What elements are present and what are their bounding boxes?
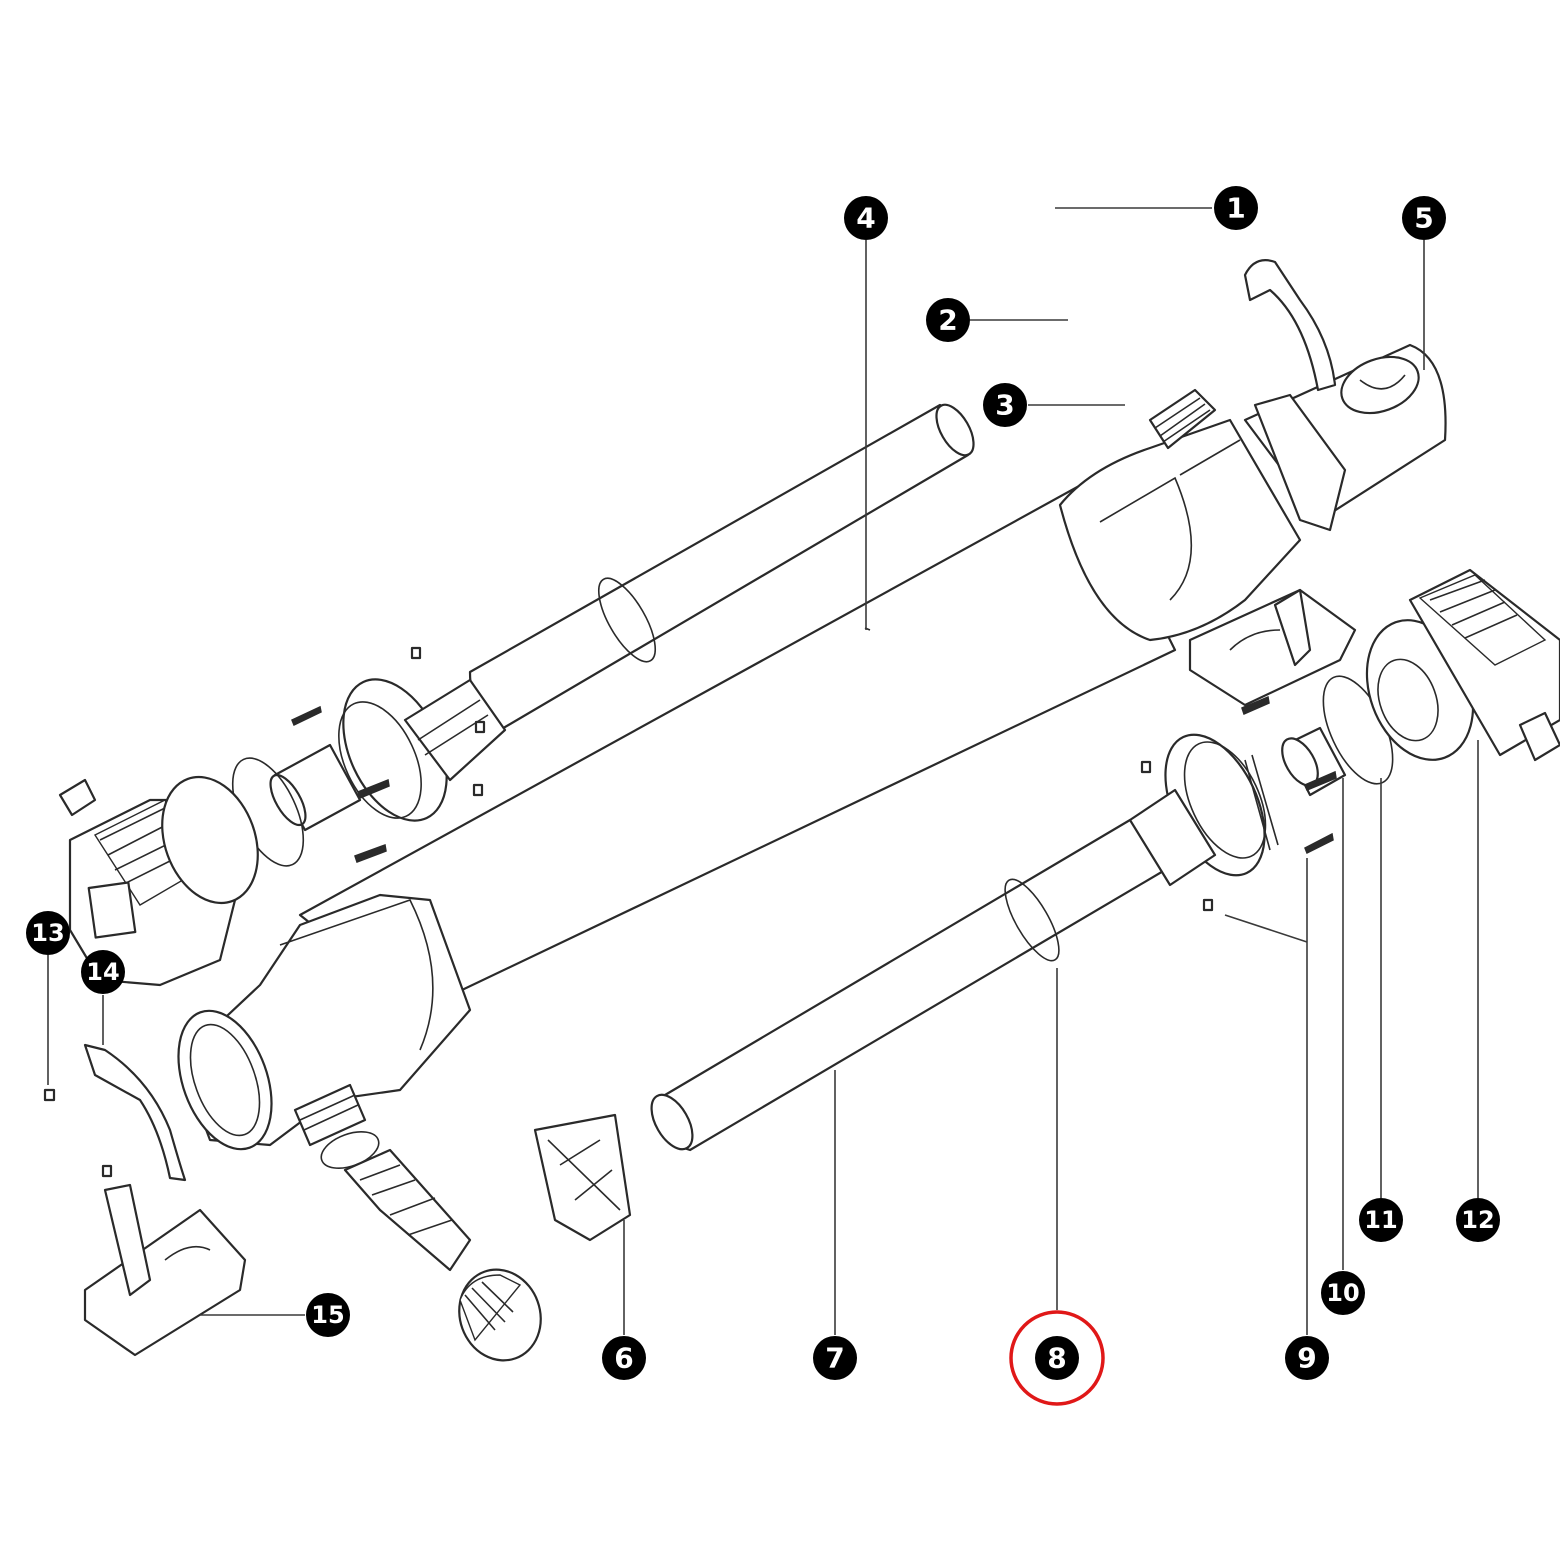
lower-quartz-tube — [650, 818, 1167, 1152]
callout-number-5: 5 — [1414, 202, 1433, 235]
lower-housing-assembly — [43, 568, 1560, 1362]
callout-number-6: 6 — [614, 1342, 633, 1375]
callout-2: 2 — [926, 298, 970, 342]
callout-number-3: 3 — [995, 389, 1014, 422]
callout-4: 4 — [844, 196, 888, 240]
callout-6: 6 — [602, 1336, 646, 1380]
callout-badge-11 — [1359, 1198, 1403, 1242]
callout-5: 5 — [1402, 196, 1446, 240]
callout-number-2: 2 — [938, 304, 957, 337]
callout-badge-15 — [306, 1293, 350, 1337]
callout-11: 11 — [1359, 1198, 1403, 1242]
callout-3: 3 — [983, 383, 1027, 427]
callout-7: 7 — [813, 1336, 857, 1380]
callout-number-1: 1 — [1226, 192, 1245, 225]
callout-8: 8 — [1009, 1310, 1105, 1406]
callout-badge-14 — [81, 950, 125, 994]
flow-vane — [533, 1113, 632, 1242]
upper-right-collar — [1058, 343, 1447, 642]
callout-badge-7 — [813, 1336, 857, 1380]
callout-12: 12 — [1456, 1198, 1500, 1242]
leader-lines — [47, 207, 1479, 1335]
callout-number-9: 9 — [1297, 1342, 1316, 1375]
callout-10: 10 — [1321, 1271, 1365, 1315]
callout-badge-4 — [844, 196, 888, 240]
lower-end-cap — [1365, 568, 1560, 762]
callout-number-11: 11 — [1364, 1206, 1397, 1234]
lower-main-tube — [177, 893, 472, 1151]
callout-number-15: 15 — [311, 1301, 344, 1329]
upper-housing-assembly — [58, 259, 1447, 1012]
callout-badge-13 — [26, 911, 70, 955]
callout-badge-12 — [1456, 1198, 1500, 1242]
lower-clamp-bracket — [83, 1043, 187, 1182]
callout-badge-6 — [602, 1336, 646, 1380]
lower-hose-barb — [293, 1083, 472, 1272]
callout-14: 14 — [81, 950, 125, 994]
callout-badge-9 — [1285, 1336, 1329, 1380]
upper-mounting-foot — [1188, 588, 1357, 707]
highlight-ring — [1009, 1310, 1105, 1406]
callout-badge-1 — [1214, 186, 1258, 230]
upper-lamp-holder — [269, 743, 362, 832]
callout-9: 9 — [1285, 1336, 1329, 1380]
lower-mounting-foot — [83, 1183, 247, 1357]
small-nut — [43, 1088, 56, 1102]
upper-screws — [291, 646, 1270, 863]
callout-15: 15 — [306, 1293, 350, 1337]
callout-number-4: 4 — [856, 202, 875, 235]
small-nut-2 — [101, 1164, 113, 1178]
callout-number-13: 13 — [31, 919, 64, 947]
callout-badge-3 — [983, 383, 1027, 427]
callout-1: 1 — [1214, 186, 1258, 230]
callout-13: 13 — [26, 911, 70, 955]
upper-left-bayonet — [338, 678, 507, 822]
callout-number-10: 10 — [1326, 1279, 1359, 1307]
callout-badge-5 — [1402, 196, 1446, 240]
upper-threaded-port — [1148, 388, 1217, 450]
callout-badge-10 — [1321, 1271, 1365, 1315]
callout-number-7: 7 — [825, 1342, 844, 1375]
lower-knurled-cap — [458, 1268, 542, 1362]
callout-number-14: 14 — [86, 958, 119, 986]
callout-number-8: 8 — [1047, 1342, 1066, 1375]
callout-number-12: 12 — [1461, 1206, 1494, 1234]
upper-clamp-bracket — [1243, 259, 1337, 392]
lower-screws — [1140, 760, 1337, 912]
callout-badge-2 — [926, 298, 970, 342]
lower-bayonet-ring — [1128, 733, 1279, 887]
upper-end-cap — [58, 775, 259, 987]
callout-badge-8 — [1035, 1336, 1079, 1380]
